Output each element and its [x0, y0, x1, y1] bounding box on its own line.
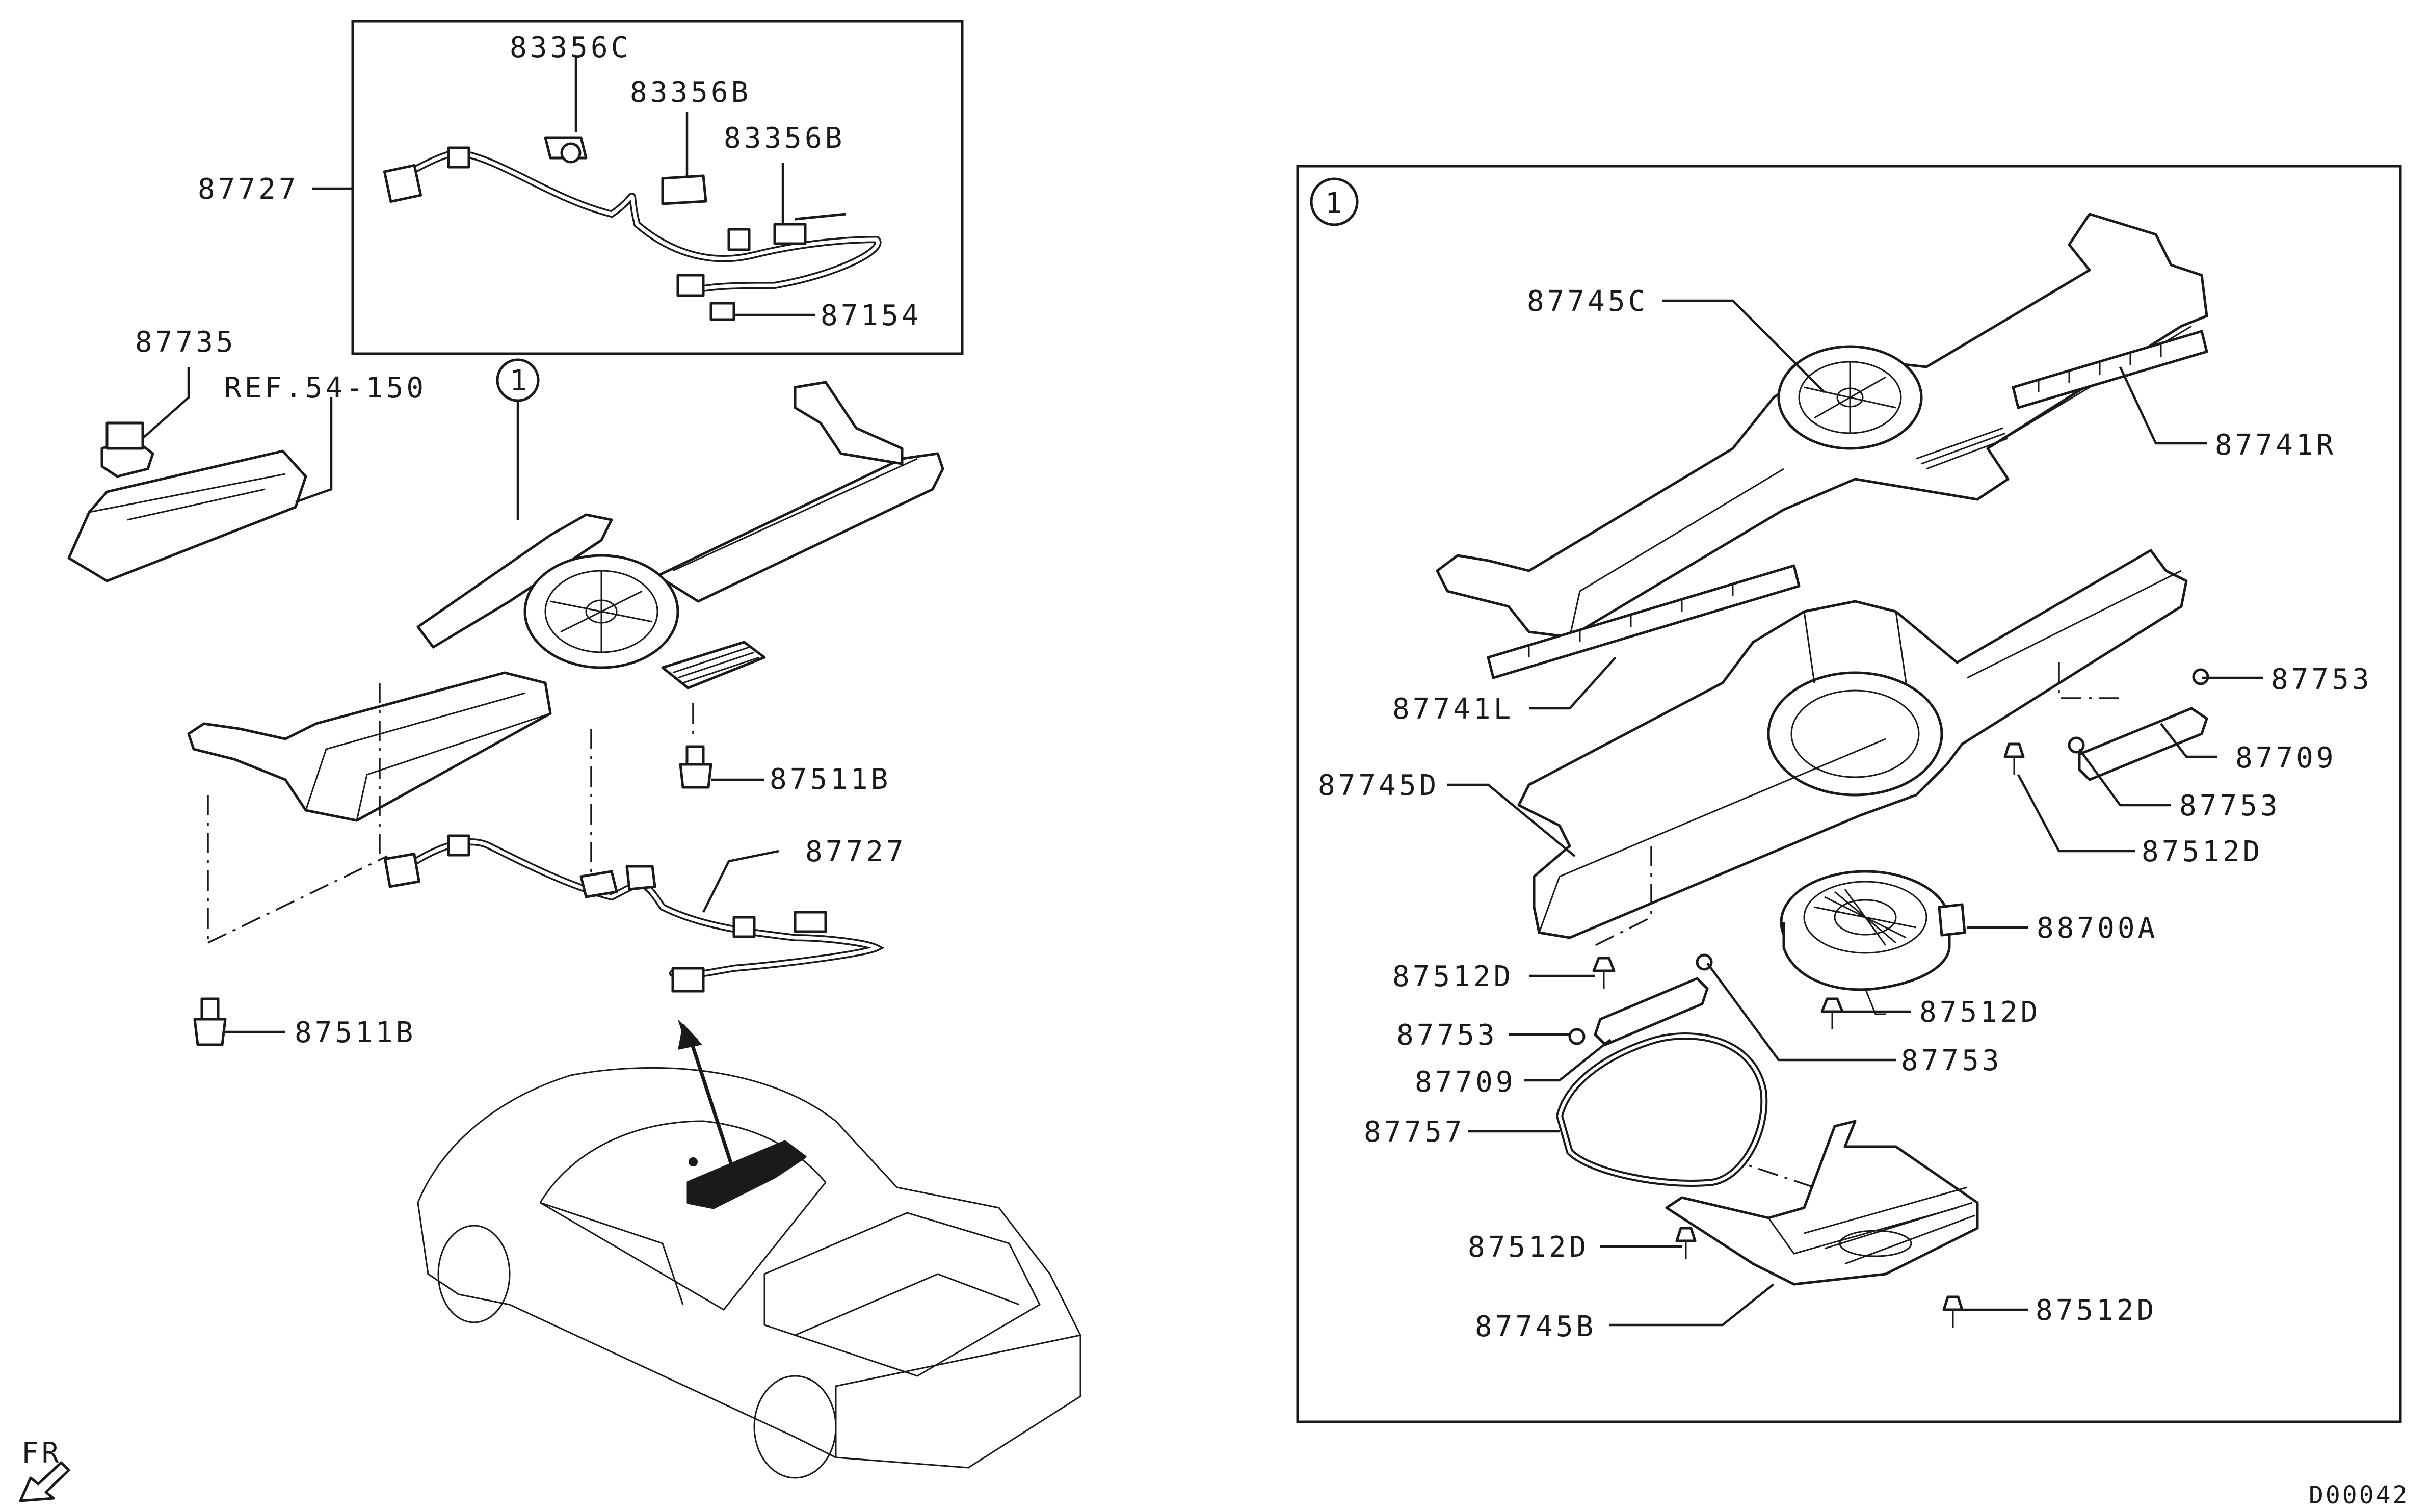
exploded-detail-box: 1: [1296, 165, 2402, 1423]
label-87741R: 87741R: [2215, 429, 2336, 462]
label-87757: 87757: [1364, 1116, 1465, 1149]
label-87512D-e: 87512D: [2036, 1294, 2157, 1327]
label-87753-b: 87753: [2179, 789, 2281, 823]
label-87727-mid: 87727: [805, 835, 907, 868]
label-87735: 87735: [135, 326, 236, 359]
label-87745D: 87745D: [1318, 769, 1439, 802]
label-87512D-b: 87512D: [1392, 960, 1514, 993]
harness-detail-box: 83356C 83356B 83356B 87727 87154: [198, 20, 964, 355]
label-87512D-c: 87512D: [1919, 996, 2041, 1029]
callout-1-right: 1: [1325, 187, 1342, 220]
rear-duct-assembly-left: 1 87511B 87511B: [187, 358, 944, 1049]
label-87709-a: 87709: [2235, 741, 2337, 775]
label-83356C: 83356C: [510, 31, 631, 64]
label-87753-a: 87753: [2271, 663, 2372, 696]
diagram-code: D00042: [2309, 1481, 2409, 1509]
label-87745C: 87745C: [1527, 285, 1648, 318]
label-87753-d: 87753: [1901, 1044, 2002, 1077]
label-87727-top: 87727: [198, 173, 299, 206]
front-direction-marker: FR: [19, 1437, 70, 1502]
label-87511B-a: 87511B: [770, 763, 891, 796]
label-87511B-b: 87511B: [295, 1016, 416, 1049]
callout-1-left: 1: [510, 364, 527, 397]
label-83356B-a: 83356B: [630, 76, 751, 109]
vehicle-outline: [417, 1019, 1081, 1479]
label-87709-b: 87709: [1415, 1066, 1516, 1099]
label-87753-c: 87753: [1396, 1019, 1498, 1052]
label-front-marker: FR: [21, 1437, 62, 1470]
room-lamp-group: 87735 REF.54-150: [67, 326, 427, 582]
harness-middle: 87727: [384, 834, 907, 993]
label-87512D-a: 87512D: [2142, 835, 2263, 868]
label-87154: 87154: [821, 299, 922, 332]
label-87512D-d: 87512D: [1468, 1231, 1589, 1264]
label-reference-note: REF.54-150: [224, 372, 427, 405]
label-87745B: 87745B: [1475, 1310, 1596, 1343]
label-83356B-b: 83356B: [724, 122, 845, 155]
label-88700A: 88700A: [2037, 912, 2158, 945]
label-87741L: 87741L: [1392, 693, 1514, 726]
